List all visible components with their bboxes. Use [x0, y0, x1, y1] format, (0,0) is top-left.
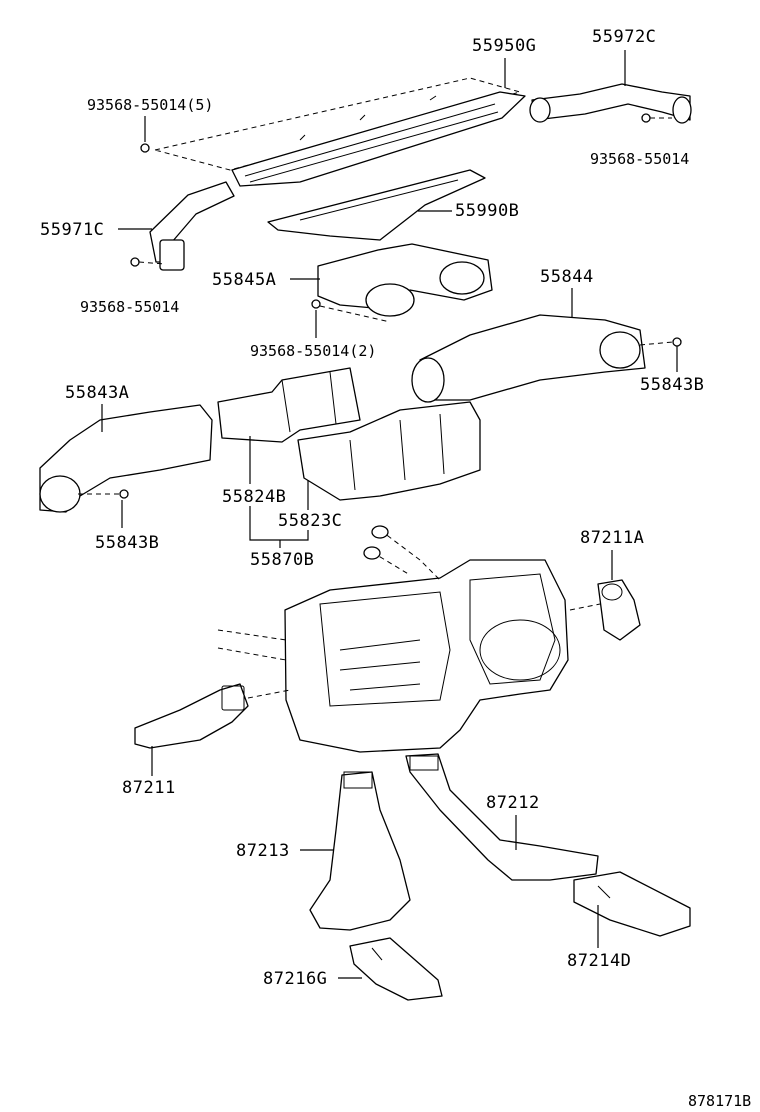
screw-icon: [119, 489, 129, 499]
screw-icon: [130, 257, 140, 267]
label-55823C: 55823C: [278, 511, 342, 531]
screw-icon: [311, 299, 321, 309]
heater-unit-assembly: [217, 525, 569, 753]
bracket-55870B: [249, 506, 309, 541]
label-87216G: 87216G: [263, 969, 327, 989]
duct-55844: [411, 314, 646, 403]
label-87214D: 87214D: [567, 951, 631, 971]
label-55870B: 55870B: [250, 550, 314, 570]
duct-87214D: [573, 871, 691, 937]
duct-55972C: [529, 83, 692, 124]
duct-87213: [309, 771, 411, 931]
duct-87216G: [349, 937, 443, 1001]
label-93568-55014-5: 93568-55014(5): [87, 96, 213, 114]
label-55844: 55844: [540, 267, 594, 287]
label-87212: 87212: [486, 793, 540, 813]
duct-55824B: [217, 367, 361, 443]
label-93568-55014-2: 93568-55014(2): [250, 342, 376, 360]
duct-55845A: [317, 243, 493, 317]
label-87211A: 87211A: [580, 528, 644, 548]
duct-87212: [405, 753, 599, 881]
duct-55990B: [267, 169, 486, 241]
label-55972C: 55972C: [592, 27, 656, 47]
screw-icon: [672, 337, 682, 347]
duct-55971C: [149, 181, 235, 271]
figure-id: 878171B: [688, 1092, 751, 1110]
duct-55823C: [297, 401, 481, 501]
duct-87211: [134, 683, 249, 749]
label-93568-55014-a: 93568-55014: [590, 150, 689, 168]
label-55950G: 55950G: [472, 36, 536, 56]
duct-55843A: [39, 404, 213, 513]
label-55843B-a: 55843B: [640, 375, 704, 395]
clip-screw-icon: [641, 113, 651, 123]
label-55971C: 55971C: [40, 220, 104, 240]
label-87211: 87211: [122, 778, 176, 798]
label-55843A: 55843A: [65, 383, 129, 403]
label-93568-55014-b: 93568-55014: [80, 298, 179, 316]
duct-87211A: [597, 579, 641, 641]
screw-icon: [140, 143, 150, 153]
label-87213: 87213: [236, 841, 290, 861]
duct-55950G: [154, 77, 526, 187]
label-55845A: 55845A: [212, 270, 276, 290]
label-55990B: 55990B: [455, 201, 519, 221]
label-55824B: 55824B: [222, 487, 286, 507]
label-55843B-b: 55843B: [95, 533, 159, 553]
